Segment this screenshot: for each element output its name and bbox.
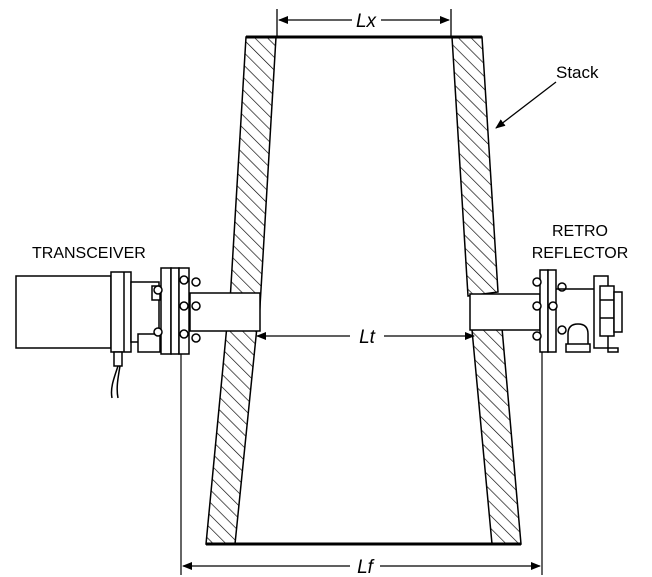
lx-label: Lx [356,11,378,32]
lf-label: Lf [357,557,375,577]
stack-leader-arrow [496,82,556,128]
left-sight-tube [190,293,260,331]
transceiver-unit [16,272,160,398]
stack-label: Stack [556,63,599,82]
retro-label-line1: RETRO [552,223,608,240]
transceiver-label: TRANSCEIVER [32,245,146,262]
right-sight-tube [470,294,540,330]
retro-label-line2: REFLECTOR [532,245,629,262]
stack-right-wall [452,37,521,544]
stack-left-wall [206,37,276,544]
lt-label: Lt [359,327,376,348]
